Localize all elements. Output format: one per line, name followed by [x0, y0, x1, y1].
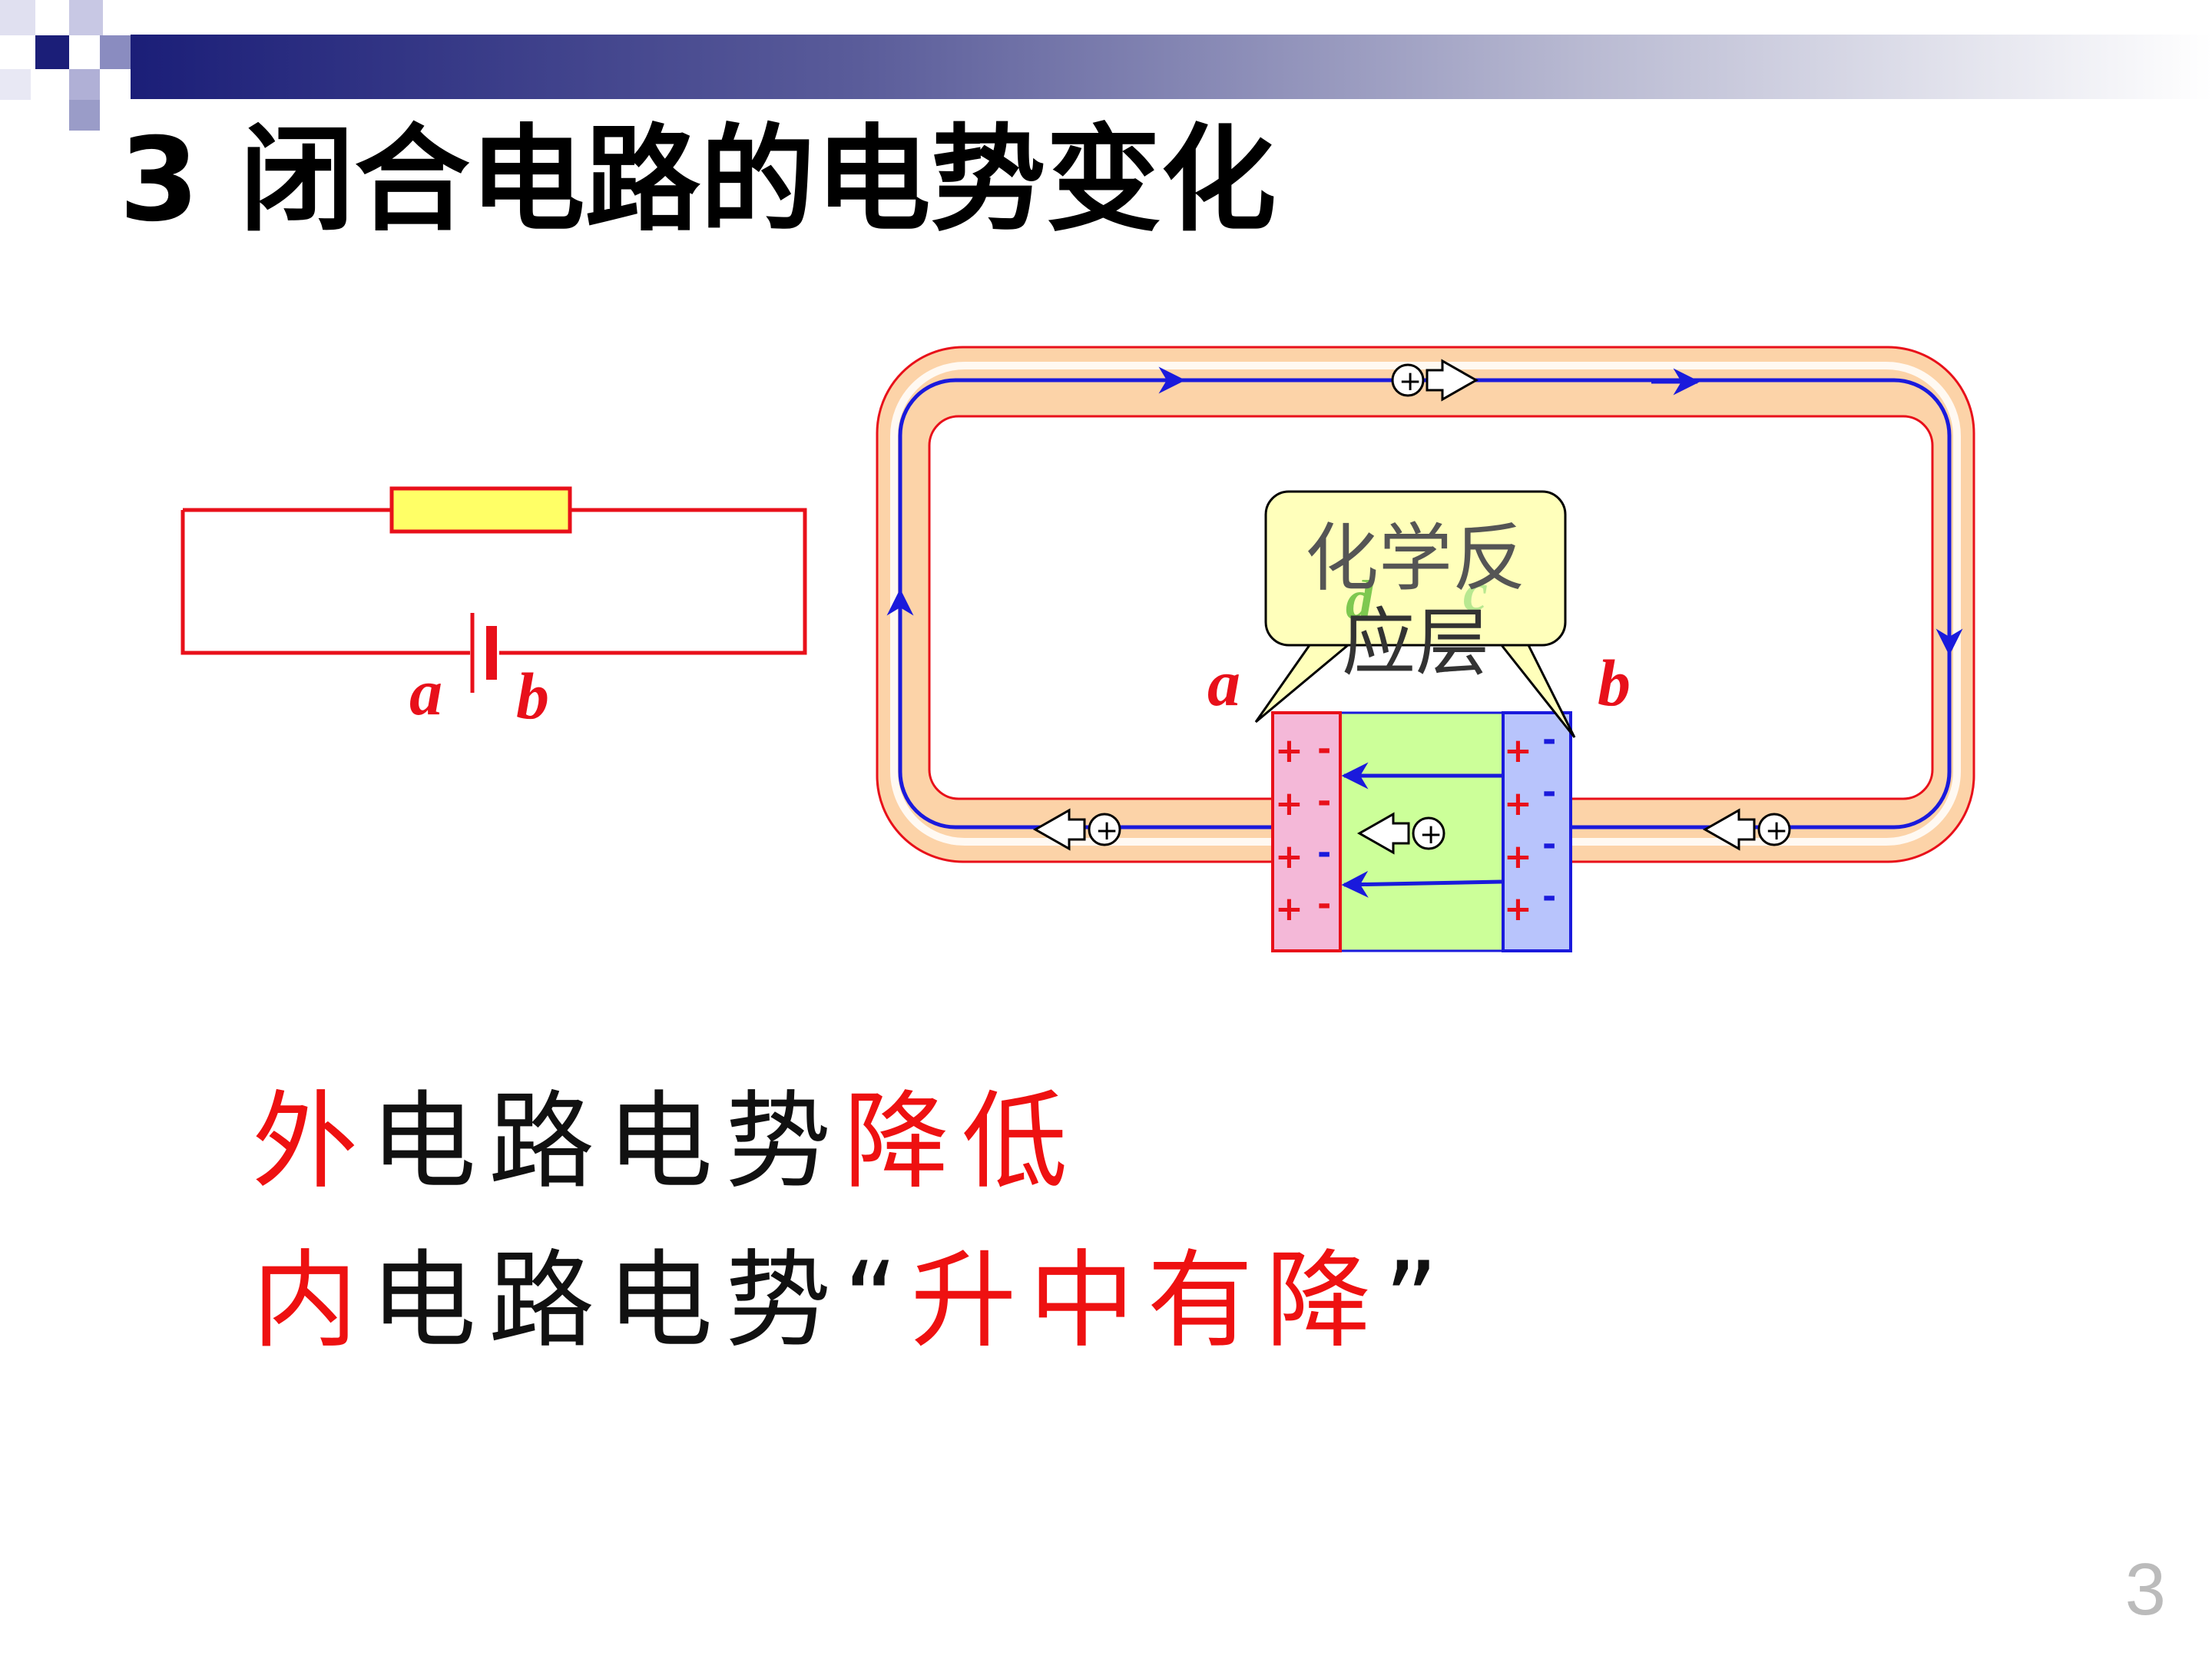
header-gradient-bar — [131, 35, 2212, 99]
caption2-part1: 内 — [252, 1239, 371, 1363]
charge-plus: + — [1275, 889, 1303, 929]
charge-plus: + — [1504, 889, 1532, 929]
simple-terminal-a: a — [409, 655, 442, 729]
charge-marker-inner: + — [1356, 812, 1445, 855]
inner-arrow-2 — [1341, 870, 1502, 898]
charge-plus: + — [1275, 837, 1303, 876]
resistor — [389, 486, 572, 534]
page-title: 3 闭合电路的电势变化 — [119, 114, 1277, 247]
charge-plus: + — [1504, 731, 1532, 770]
simple-circuit: a b — [180, 486, 807, 733]
charge-minus: - — [1542, 825, 1556, 864]
simple-terminal-b: b — [516, 659, 549, 733]
deco-square-1 — [0, 0, 35, 35]
battery-circuit: + + + + - - - - + + + + - - - - + — [876, 346, 1975, 952]
positive-charge-icon — [1757, 813, 1791, 846]
positive-sign: + — [1765, 815, 1788, 846]
plate-b-charges: + + + + - - - - — [1504, 720, 1556, 929]
battery-terminal-a: a — [1207, 646, 1240, 720]
charge-minus: - — [1542, 877, 1556, 916]
hollow-arrow-left-icon — [1032, 808, 1086, 851]
charge-minus: - — [1317, 833, 1331, 873]
positive-sign: + — [1095, 815, 1118, 846]
charge-plus: + — [1504, 784, 1532, 823]
positive-charge-icon — [1391, 363, 1425, 397]
deco-square-4 — [100, 35, 134, 69]
plate-b — [1502, 711, 1572, 952]
charge-marker-bottom-right: + — [1702, 808, 1791, 851]
page-number: 3 — [2124, 1548, 2166, 1631]
callout-text-line2: 应层 — [1342, 600, 1489, 686]
plate-a-charges: + + + + - - - - — [1275, 730, 1331, 929]
caption1-part2: 电路电势 — [370, 1080, 844, 1204]
charge-minus: - — [1317, 885, 1331, 924]
battery-terminal-b: b — [1598, 646, 1631, 720]
caption-external-circuit: 外电路电势降低 — [252, 1089, 1080, 1195]
positive-sign: + — [1419, 819, 1442, 850]
positive-charge-icon — [1088, 813, 1121, 846]
positive-sign: + — [1399, 366, 1422, 397]
positive-charge-icon — [1412, 816, 1445, 850]
deco-square-3 — [69, 0, 103, 35]
callout-box — [1264, 490, 1567, 647]
charge-minus: - — [1317, 782, 1331, 821]
deco-square-6 — [0, 69, 31, 100]
inner-label-d: d — [1346, 569, 1374, 631]
plate-a — [1271, 711, 1342, 952]
hollow-arrow-left-icon — [1702, 808, 1756, 851]
charge-minus: - — [1542, 773, 1556, 812]
caption-internal-circuit: 内电路电势“升中有降” — [252, 1248, 1451, 1354]
caption2-part4: ” — [1383, 1239, 1452, 1363]
charge-plus: + — [1275, 731, 1303, 770]
inner-label-c: c — [1463, 561, 1488, 623]
charge-minus: - — [1542, 720, 1556, 760]
charge-marker-bottom-left: + — [1032, 808, 1121, 851]
hollow-arrow-left-icon — [1356, 812, 1410, 855]
charge-marker-top: + — [1391, 359, 1479, 402]
caption2-part2: 电路电势“ — [370, 1239, 911, 1363]
caption1-part1: 外 — [252, 1080, 371, 1204]
charge-minus: - — [1317, 730, 1331, 769]
charge-plus: + — [1504, 837, 1532, 876]
deco-square-7 — [69, 100, 100, 131]
deco-square-2 — [35, 35, 69, 69]
caption2-part3: 升中有降 — [910, 1239, 1384, 1363]
deco-square-5 — [69, 69, 100, 100]
caption1-part3: 降低 — [843, 1080, 1081, 1204]
callout-text-line1: 化学反 — [1305, 515, 1526, 601]
charge-plus: + — [1275, 784, 1303, 823]
hollow-arrow-right-icon — [1426, 359, 1479, 402]
chemical-reaction-callout: d c 化学反 应层 — [1254, 490, 1576, 738]
